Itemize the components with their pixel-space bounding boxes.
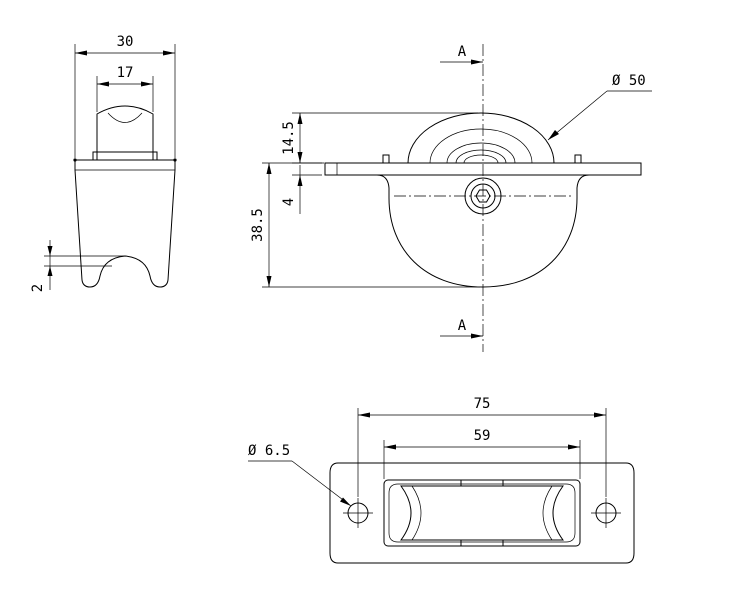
front-plate-tab-right <box>574 154 582 163</box>
label-hole-spacing: 75 <box>474 396 491 412</box>
label-groove-depth: 2 <box>30 284 46 292</box>
side-wheel-hub <box>92 151 158 161</box>
label-width-overall: 30 <box>117 34 134 50</box>
bottom-wheel-groove-left <box>411 485 422 541</box>
dimension-hole-diameter: Ø 6.5 <box>248 443 352 507</box>
dimension-housing-width: 59 <box>383 428 581 479</box>
dimension-groove-depth: 2 <box>30 240 125 292</box>
section-marker-bottom: A <box>440 318 483 339</box>
dimension-wheel-protrusion: 14.5 <box>281 112 478 164</box>
dimension-width-wheel: 17 <box>96 65 154 112</box>
bottom-wheel-flange-top <box>460 479 504 487</box>
dimension-wheel-diameter: Ø 50 <box>547 73 652 141</box>
dimension-hole-spacing: 75 <box>357 396 607 497</box>
bottom-wheel-outline <box>400 485 564 541</box>
bottom-wheel-flange-bottom <box>460 539 504 547</box>
bottom-housing-inner <box>388 483 576 543</box>
side-wheel-top <box>96 105 154 160</box>
side-body-outline <box>74 159 176 288</box>
front-bearing-outer <box>446 142 516 164</box>
label-section-top: A <box>458 44 467 60</box>
dimension-width-overall: 30 <box>74 34 176 158</box>
bottom-wheel-groove-right <box>542 485 553 541</box>
front-view: A A Ø 50 14.5 4 <box>250 44 652 352</box>
bottom-housing-outer <box>383 479 581 547</box>
bottom-hole-centerlines <box>343 498 621 528</box>
bottom-view: 75 59 Ø 6.5 <box>248 396 635 564</box>
label-hole-diameter: Ø 6.5 <box>248 443 290 459</box>
side-view: 30 17 2 <box>30 34 177 292</box>
dimension-housing-depth: 38.5 <box>250 162 480 288</box>
label-width-wheel: 17 <box>117 65 134 81</box>
label-wheel-protrusion: 14.5 <box>281 121 297 155</box>
section-marker-top: A <box>440 44 483 65</box>
front-plate-tab-left <box>382 154 390 163</box>
bottom-base-plate <box>329 462 635 564</box>
dimension-plate-thickness: 4 <box>281 165 322 214</box>
label-housing-depth: 38.5 <box>250 208 266 242</box>
side-wheel-groove <box>107 112 143 123</box>
label-section-bottom: A <box>458 318 467 334</box>
label-housing-width: 59 <box>474 428 491 444</box>
label-wheel-diameter: Ø 50 <box>612 73 646 89</box>
front-bearing-race <box>463 154 499 164</box>
front-wheel-outline <box>407 112 555 164</box>
front-wheel-tread <box>429 128 533 164</box>
label-plate-thickness: 4 <box>281 198 297 206</box>
front-bearing-inner <box>455 149 507 164</box>
